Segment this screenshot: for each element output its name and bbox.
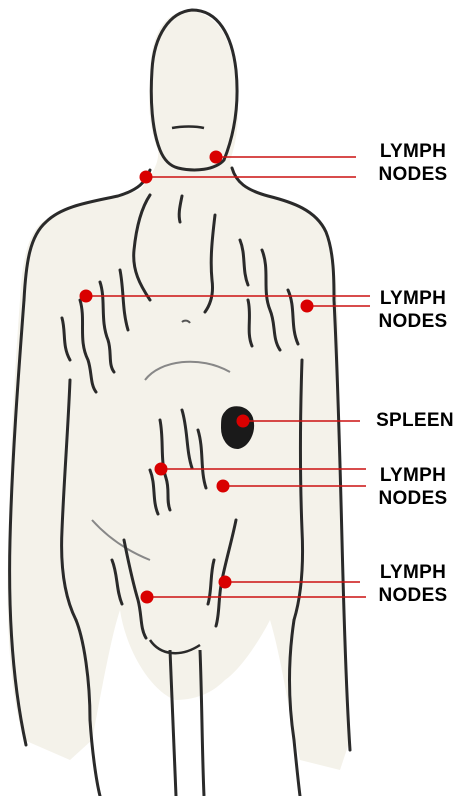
marker-abdomen-1 (155, 463, 168, 476)
label-line-2: NODES (356, 163, 470, 186)
marker-groin-1 (219, 576, 232, 589)
label-line-1: LYMPH (356, 287, 470, 310)
label-lymph-nodes-abdomen: LYMPH NODES (356, 464, 470, 510)
label-line-2: NODES (356, 310, 470, 333)
label-lymph-nodes-neck: LYMPH NODES (356, 140, 470, 186)
marker-neck-2 (140, 171, 153, 184)
body-silhouette (8, 10, 350, 770)
marker-spleen (237, 415, 250, 428)
label-line-1: LYMPH (356, 140, 470, 163)
label-line-1: SPLEEN (358, 409, 472, 432)
label-line-1: LYMPH (356, 561, 470, 584)
marker-groin-2 (141, 591, 154, 604)
marker-neck-1 (210, 151, 223, 164)
label-lymph-nodes-armpit: LYMPH NODES (356, 287, 470, 333)
marker-armpit-left (80, 290, 93, 303)
spleen-organ (222, 407, 253, 448)
label-line-2: NODES (356, 487, 470, 510)
label-line-2: NODES (356, 584, 470, 607)
marker-abdomen-2 (217, 480, 230, 493)
label-lymph-nodes-groin: LYMPH NODES (356, 561, 470, 607)
label-line-1: LYMPH (356, 464, 470, 487)
label-spleen: SPLEEN (358, 409, 472, 432)
marker-armpit-right (301, 300, 314, 313)
